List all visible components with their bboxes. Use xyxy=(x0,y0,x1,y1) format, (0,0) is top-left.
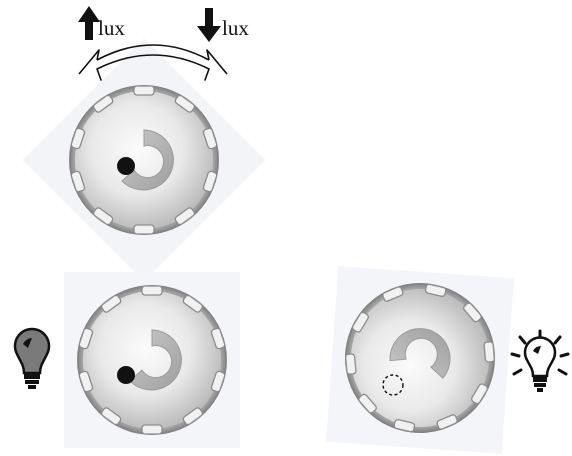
decrease-lux-label: lux xyxy=(197,8,249,42)
dim-lightbulb-icon xyxy=(15,329,49,389)
bright-lightbulb-icon xyxy=(512,331,568,392)
knob-top-indicator-dot xyxy=(117,157,135,175)
knob-bottom-left[interactable] xyxy=(77,285,227,435)
knob-bottom-left-indicator-dot xyxy=(117,366,135,384)
down-lux-text: lux xyxy=(222,16,249,40)
knob-top[interactable] xyxy=(69,85,219,235)
bold-down-arrow-icon xyxy=(197,8,221,42)
increase-lux-label: lux xyxy=(78,6,125,40)
bold-up-arrow-icon xyxy=(78,6,100,40)
up-lux-text: lux xyxy=(98,16,125,40)
